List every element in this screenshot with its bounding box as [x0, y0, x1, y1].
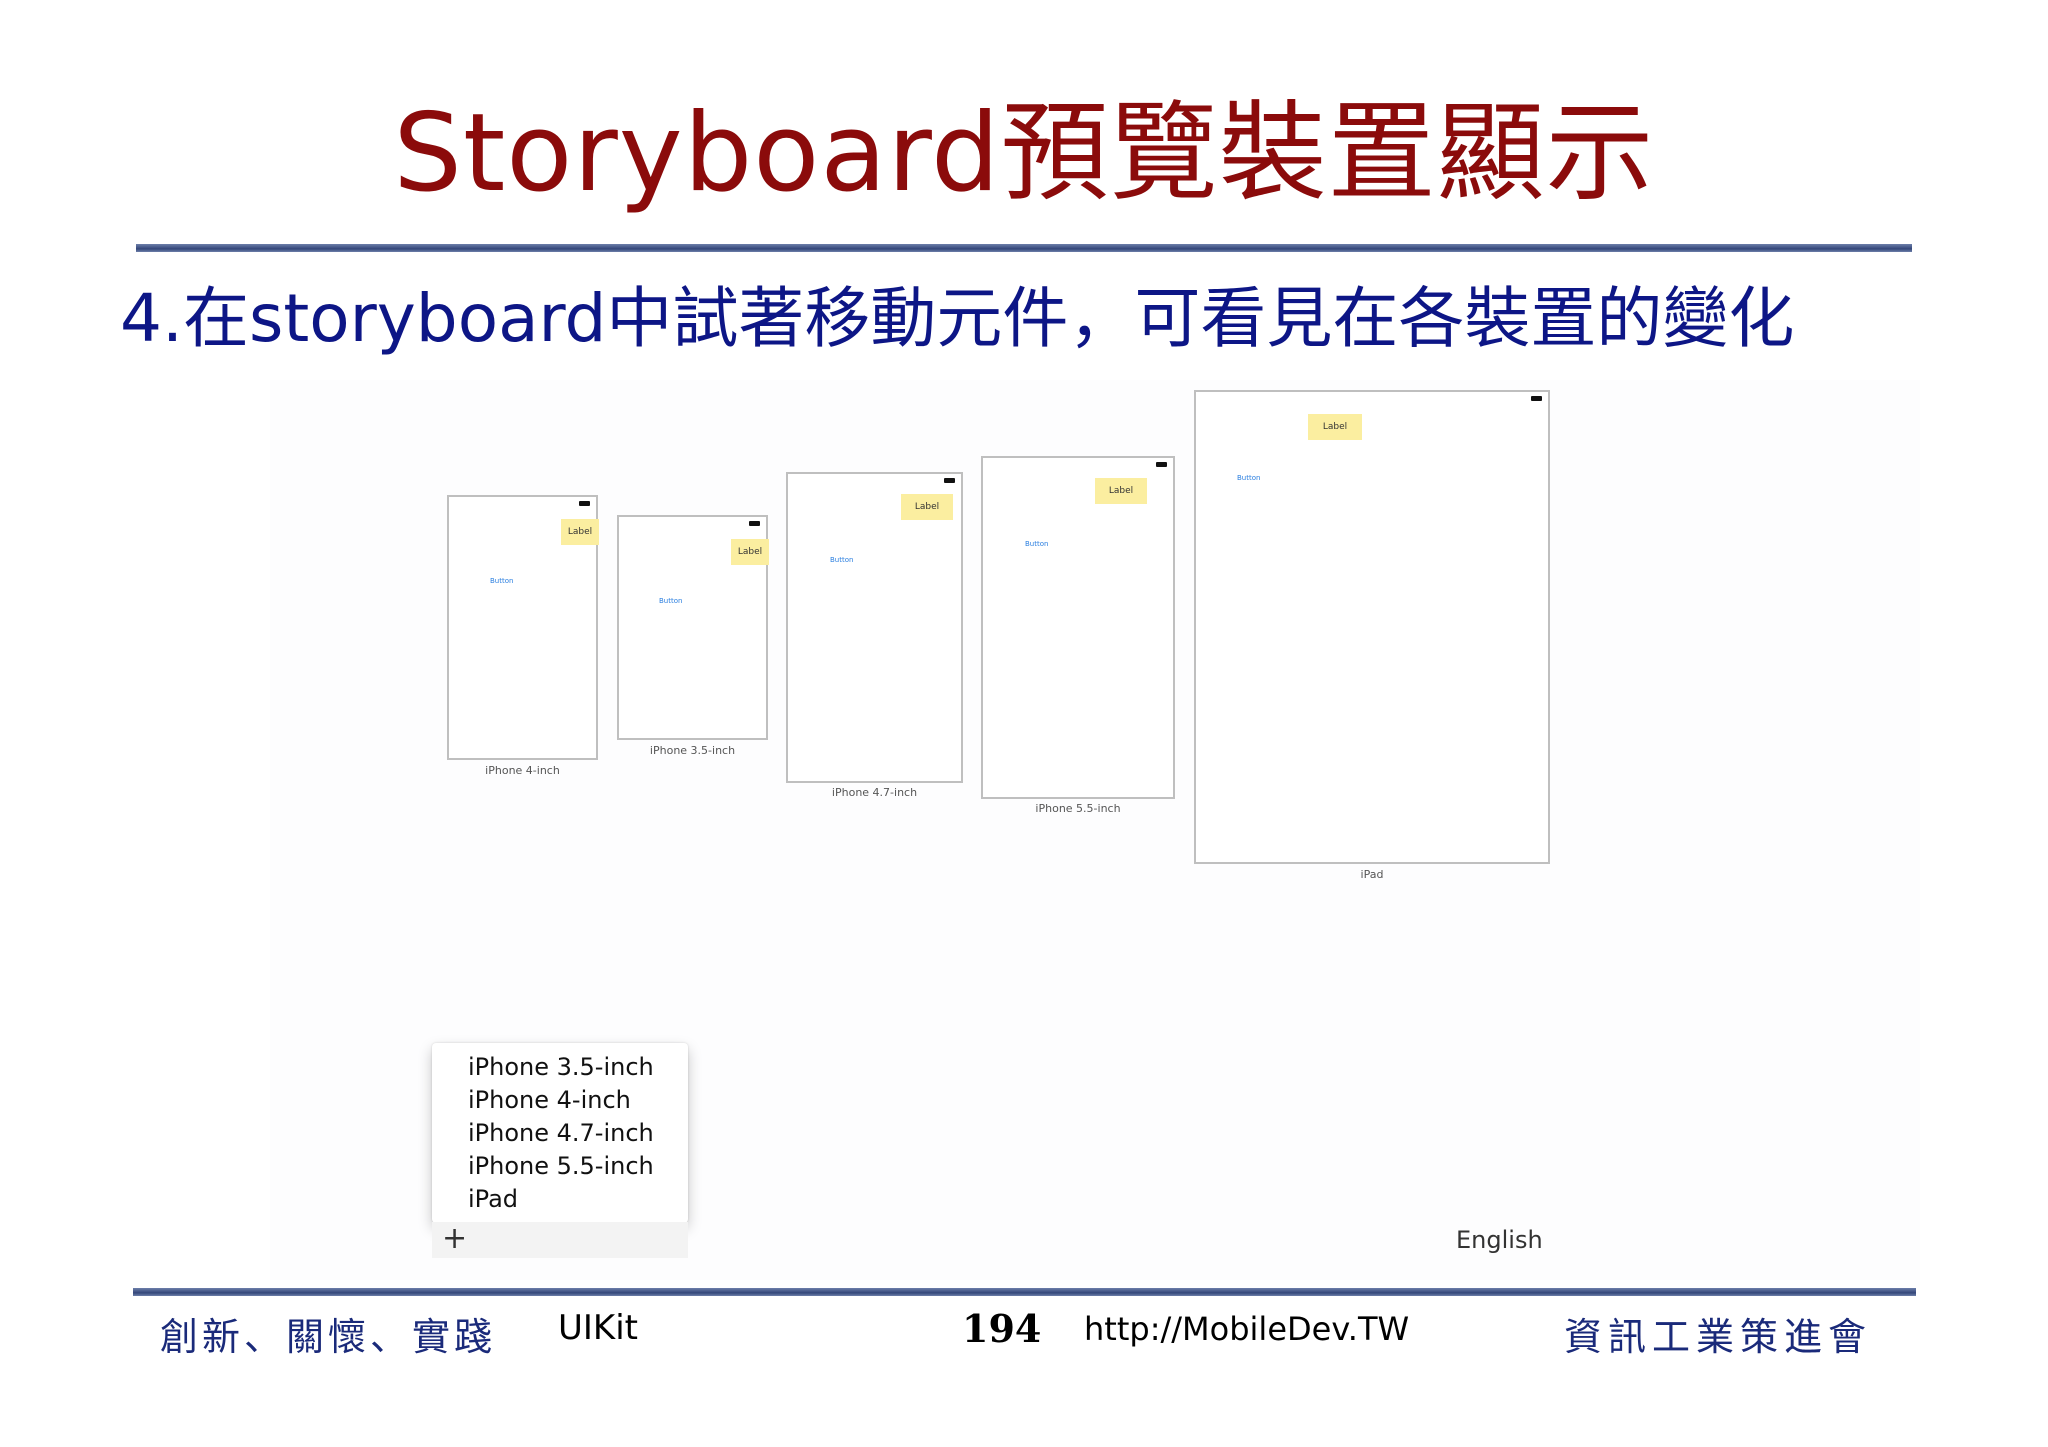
device-caption: iPad — [1360, 868, 1384, 881]
device-caption: iPhone 5.5-inch — [1035, 802, 1121, 815]
button-element[interactable]: Button — [1237, 474, 1261, 482]
preview-toolbar: + — [432, 1222, 688, 1258]
device-preview-iphone-3-5-inch[interactable]: Label Button — [617, 515, 769, 740]
footer-course: UIKit — [558, 1308, 638, 1348]
slide-subtitle: 4.在storyboard中試著移動元件，可看見在各裝置的變化 — [120, 280, 1795, 357]
footer-url: http://MobileDev.TW — [1084, 1310, 1410, 1348]
button-element[interactable]: Button — [1025, 540, 1049, 548]
menu-item-iphone-4-7-inch[interactable]: iPhone 4.7-inch — [468, 1119, 654, 1147]
title-divider — [136, 244, 1912, 252]
menu-item-iphone-5-5-inch[interactable]: iPhone 5.5-inch — [468, 1152, 654, 1180]
slide-title: Storyboard預覽裝置顯示 — [393, 91, 1655, 216]
menu-item-iphone-3-5-inch[interactable]: iPhone 3.5-inch — [468, 1053, 654, 1081]
battery-icon — [579, 501, 590, 506]
battery-icon — [1156, 462, 1167, 467]
button-element[interactable]: Button — [830, 556, 854, 564]
footer-divider — [133, 1288, 1916, 1296]
device-preview-iphone-4-7-inch[interactable]: Label Button — [786, 472, 963, 783]
device-preview-iphone-5-5-inch[interactable]: Label Button — [981, 456, 1175, 799]
menu-item-ipad[interactable]: iPad — [468, 1185, 519, 1213]
device-caption: iPhone 3.5-inch — [649, 744, 736, 757]
label-element[interactable]: Label — [901, 494, 953, 520]
page-number: 194 — [962, 1306, 1042, 1351]
label-element[interactable]: Label — [1095, 478, 1147, 504]
battery-icon — [749, 521, 760, 526]
label-element[interactable]: Label — [561, 519, 599, 545]
battery-icon — [1531, 396, 1542, 401]
battery-icon — [944, 478, 955, 483]
button-element[interactable]: Button — [659, 597, 683, 605]
button-element[interactable]: Button — [490, 577, 514, 585]
device-caption: iPhone 4-inch — [485, 764, 560, 777]
menu-item-iphone-4-inch[interactable]: iPhone 4-inch — [468, 1086, 631, 1114]
footer-organization: 資訊工業策進會 — [1564, 1315, 1873, 1359]
language-selector[interactable]: English — [1456, 1226, 1543, 1254]
device-picker-menu: iPhone 3.5-inch iPhone 4-inch iPhone 4.7… — [432, 1043, 688, 1223]
label-element[interactable]: Label — [1308, 414, 1362, 440]
footer-motto: 創新、關懷、實踐 — [160, 1315, 497, 1359]
label-element[interactable]: Label — [731, 539, 769, 565]
device-preview-ipad[interactable]: Label Button — [1194, 390, 1550, 864]
add-device-icon[interactable]: + — [442, 1221, 468, 1256]
device-preview-iphone-4-inch[interactable]: Label Button — [447, 495, 599, 760]
device-caption: iPhone 4.7-inch — [831, 786, 918, 799]
